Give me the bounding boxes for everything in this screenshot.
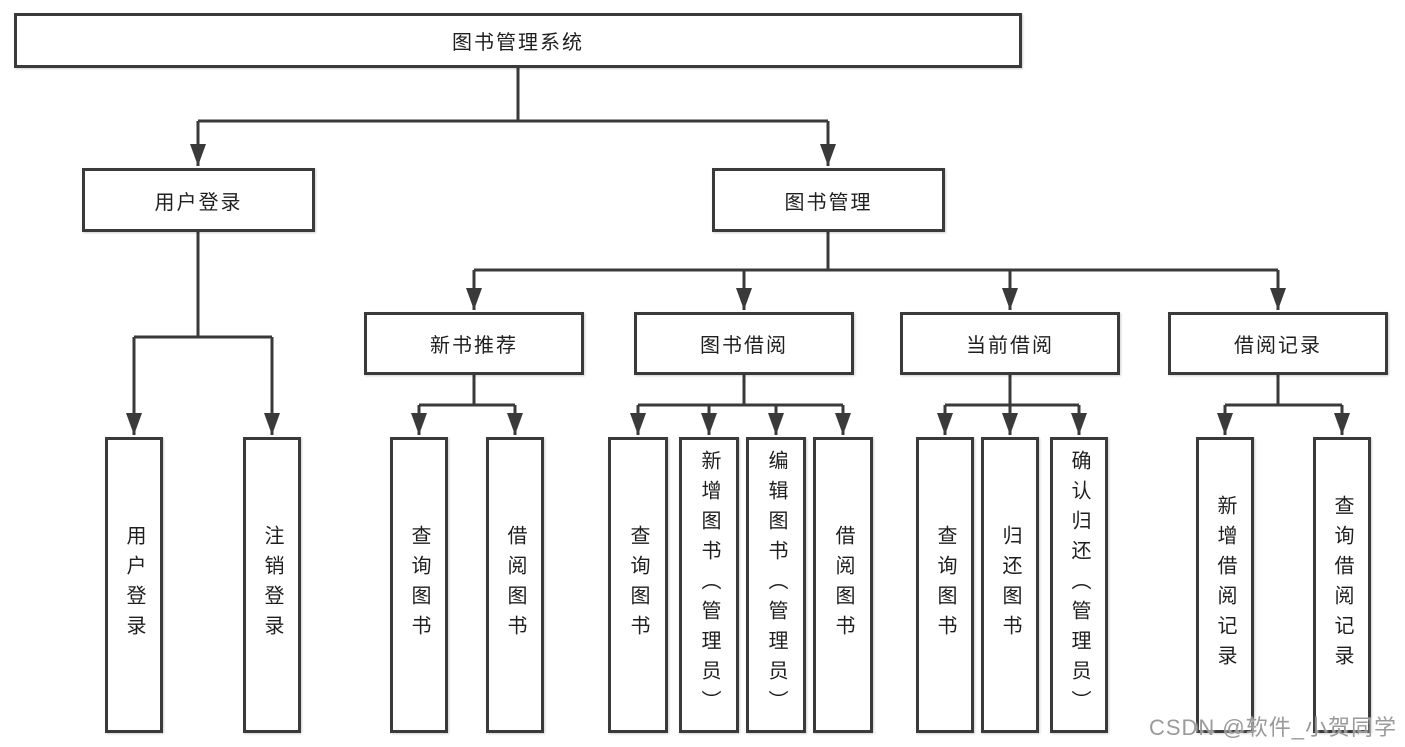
leaf-add-borrow-record: 新增借阅记录 [1196, 437, 1254, 733]
leaf-query-books-current-label: 查询图书 [934, 525, 956, 645]
leaf-edit-books-admin-label: 编辑图书（管理员） [765, 450, 787, 720]
node-book-borrowing: 图书借阅 [634, 312, 854, 375]
node-book-borrowing-label: 图书借阅 [700, 335, 788, 357]
leaf-query-books-current: 查询图书 [916, 437, 974, 733]
leaf-user-login-label: 用户登录 [123, 525, 145, 645]
leaf-logout: 注销登录 [243, 437, 301, 733]
node-borrowing-records: 借阅记录 [1168, 312, 1388, 375]
node-borrowing-records-label: 借阅记录 [1234, 335, 1322, 357]
leaf-query-books-borrowing-label: 查询图书 [627, 525, 649, 645]
leaf-query-borrow-record-label: 查询借阅记录 [1331, 495, 1353, 675]
node-book-management: 图书管理 [712, 168, 945, 232]
leaf-query-books-recommend-label: 查询图书 [408, 525, 430, 645]
leaf-user-login: 用户登录 [105, 437, 163, 733]
node-book-management-label: 图书管理 [784, 191, 873, 214]
node-user-login-label: 用户登录 [154, 191, 243, 214]
leaf-logout-label: 注销登录 [261, 525, 283, 645]
leaf-add-books-admin: 新增图书（管理员） [679, 437, 739, 733]
leaf-add-borrow-record-label: 新增借阅记录 [1214, 495, 1236, 675]
node-new-book-recommend-label: 新书推荐 [430, 335, 518, 357]
node-root: 图书管理系统 [14, 13, 1022, 68]
leaf-borrow-books-recommend: 借阅图书 [486, 437, 544, 733]
leaf-confirm-return-admin: 确认归还（管理员） [1050, 437, 1108, 733]
node-current-borrowing: 当前借阅 [900, 312, 1120, 375]
leaf-add-books-admin-label: 新增图书（管理员） [698, 450, 720, 720]
leaf-borrow-books-label: 借阅图书 [832, 525, 854, 645]
leaf-confirm-return-admin-label: 确认归还（管理员） [1068, 450, 1090, 720]
leaf-return-books: 归还图书 [981, 437, 1039, 733]
node-current-borrowing-label: 当前借阅 [966, 335, 1054, 357]
leaf-borrow-books-recommend-label: 借阅图书 [504, 525, 526, 645]
leaf-edit-books-admin: 编辑图书（管理员） [746, 437, 806, 733]
leaf-query-books-borrowing: 查询图书 [608, 437, 668, 733]
node-root-label: 图书管理系统 [452, 32, 584, 54]
leaf-query-borrow-record: 查询借阅记录 [1313, 437, 1371, 733]
csdn-watermark: CSDN @软件_小贺同学 [1148, 715, 1397, 740]
leaf-query-books-recommend: 查询图书 [390, 437, 448, 733]
leaf-borrow-books: 借阅图书 [813, 437, 873, 733]
node-new-book-recommend: 新书推荐 [364, 312, 584, 375]
leaf-return-books-label: 归还图书 [999, 525, 1021, 645]
node-user-login: 用户登录 [82, 168, 315, 232]
